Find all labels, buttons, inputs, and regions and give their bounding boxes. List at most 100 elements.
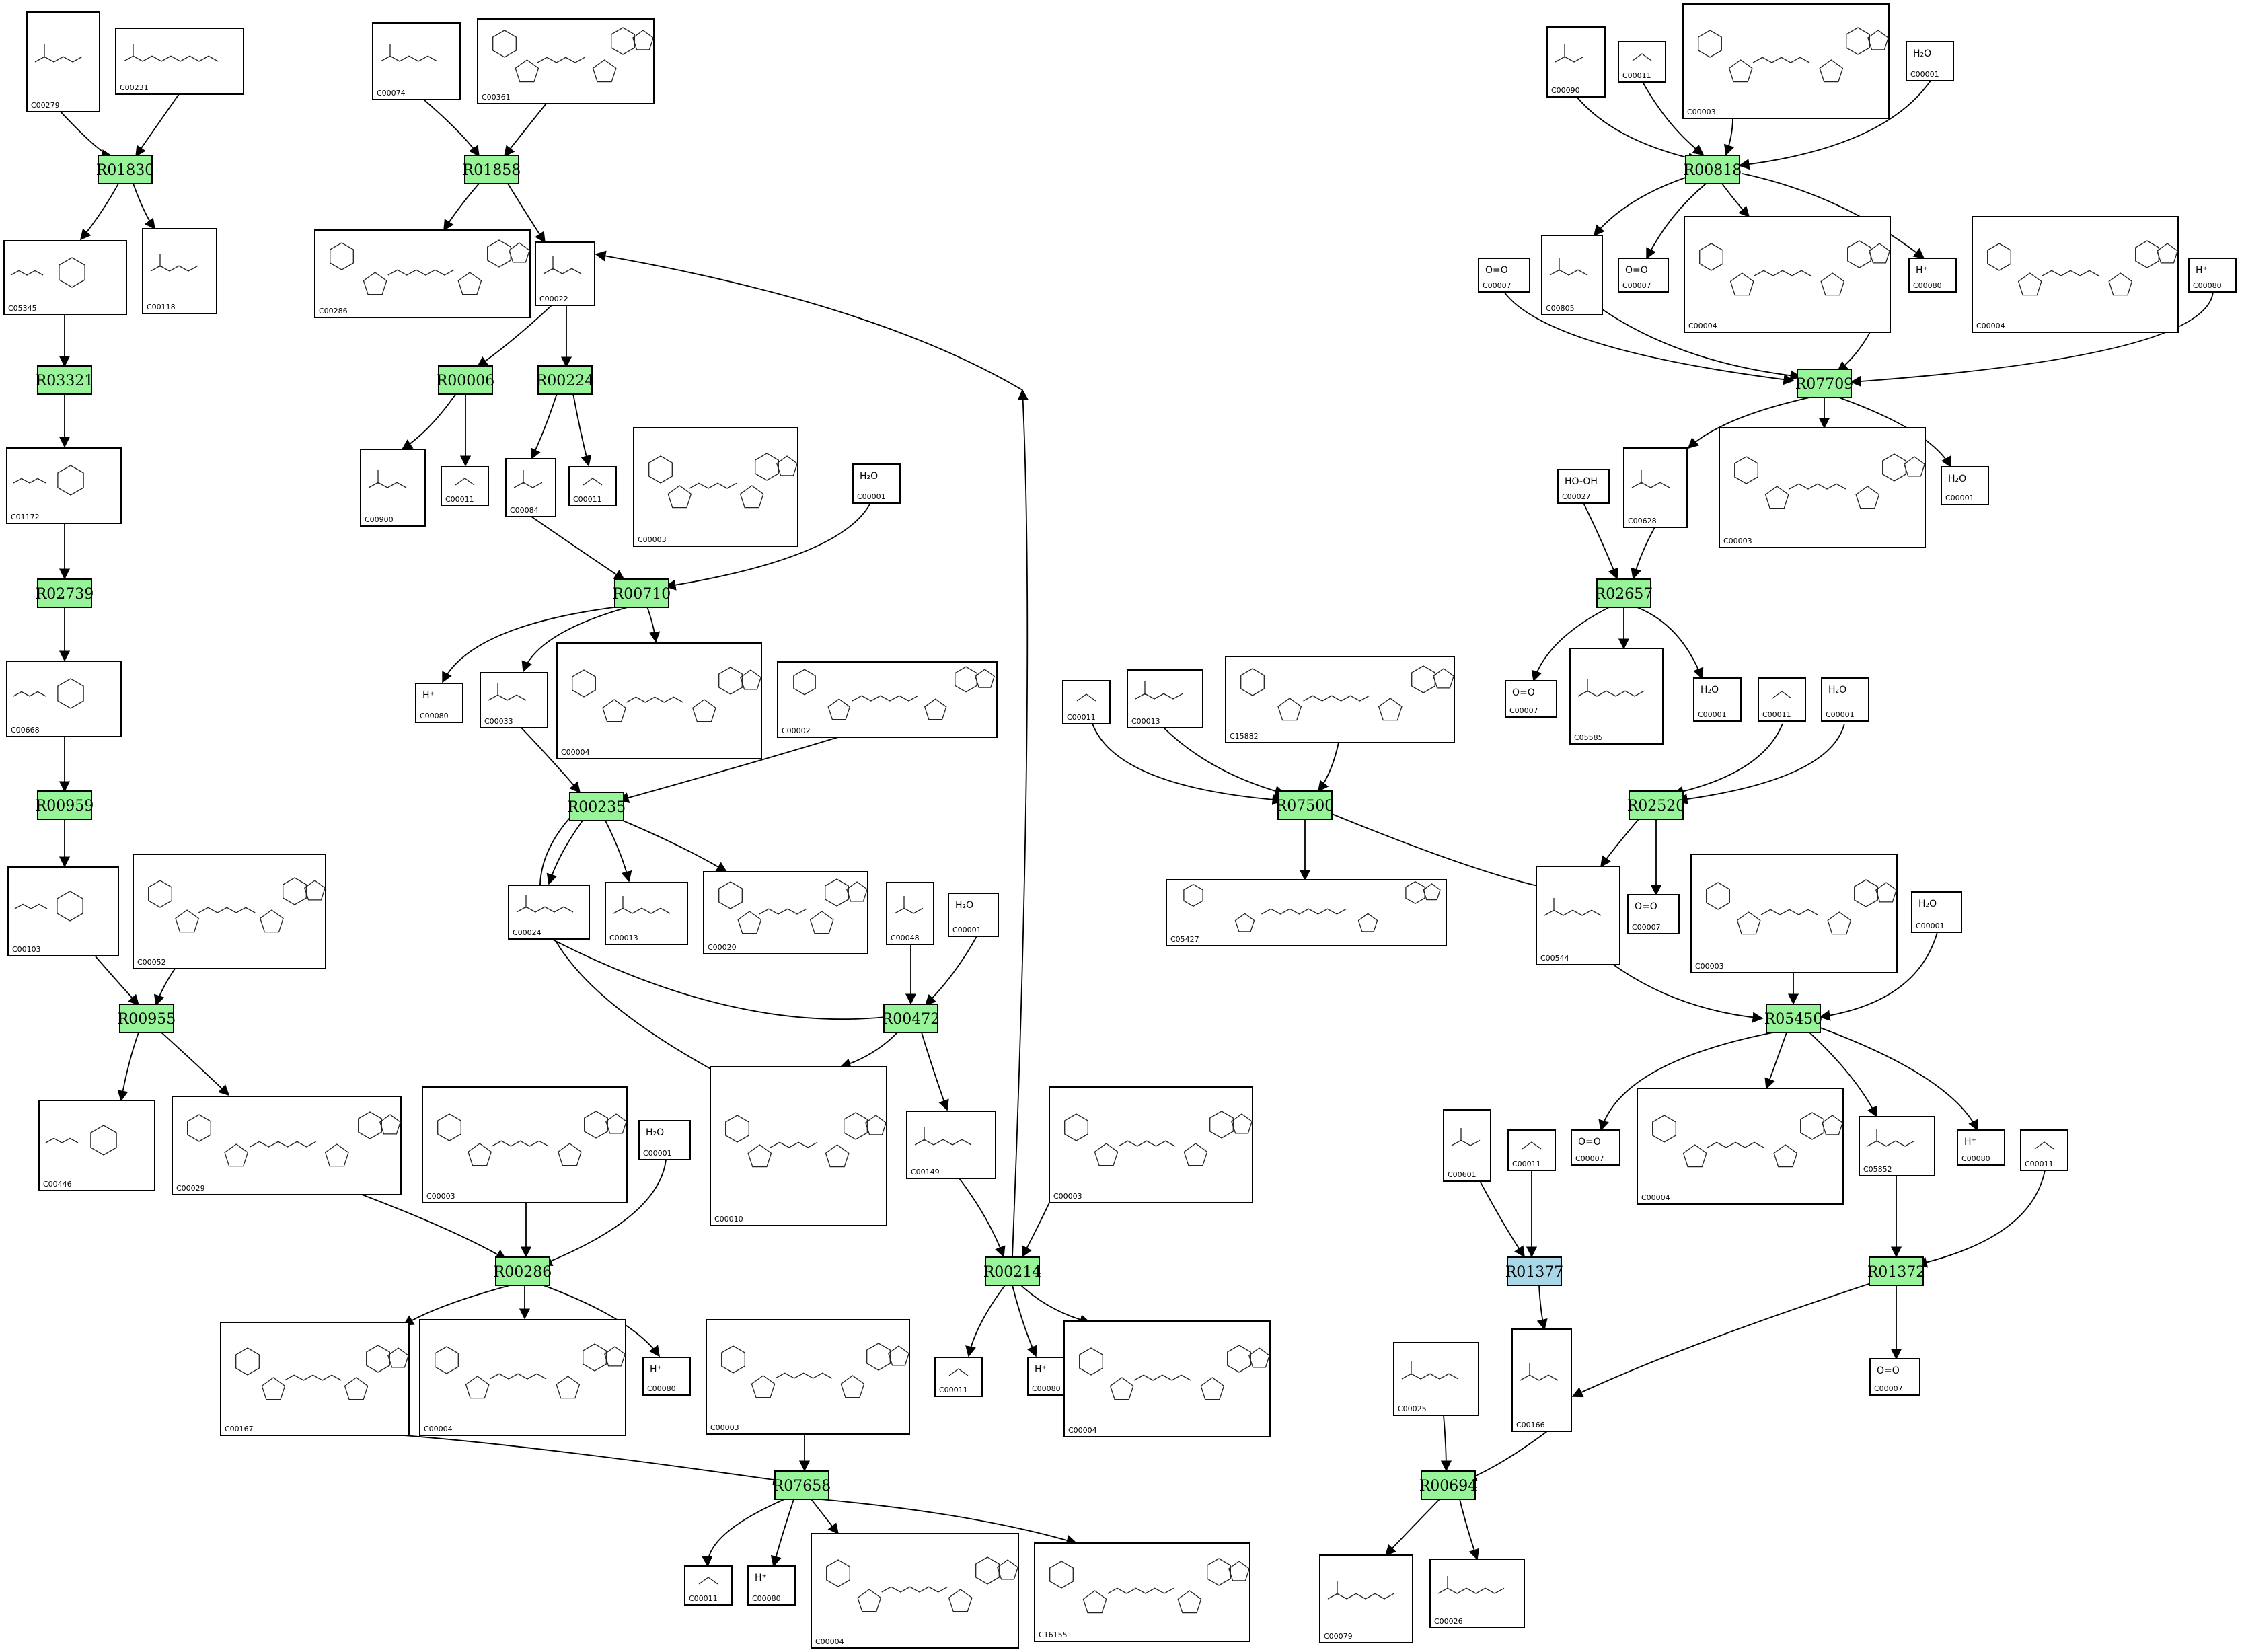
compound-node-c01172[interactable]: C01172 bbox=[6, 447, 122, 524]
compound-node-c00118[interactable]: C00118 bbox=[142, 228, 217, 314]
compound-node-c00166[interactable]: C00166 bbox=[1511, 1328, 1572, 1432]
compound-node-c00601[interactable]: C00601 bbox=[1443, 1109, 1491, 1182]
compound-node-c00026[interactable]: C00026 bbox=[1429, 1559, 1525, 1628]
compound-node-c05852[interactable]: C05852 bbox=[1859, 1116, 1935, 1176]
compound-node-c15882[interactable]: C15882 bbox=[1225, 656, 1455, 743]
compound-node-c00013[interactable]: C00013 bbox=[605, 882, 688, 945]
reaction-node-r03321[interactable]: R03321 bbox=[36, 365, 94, 395]
compound-node-c00029[interactable]: C00029 bbox=[172, 1096, 402, 1195]
compound-node-c00003[interactable]: C00003 bbox=[633, 427, 798, 547]
compound-node-c00011[interactable]: C00011 bbox=[684, 1565, 733, 1606]
compound-node-c00286[interactable]: C00286 bbox=[314, 229, 531, 318]
reaction-node-r00286[interactable]: R00286 bbox=[494, 1256, 552, 1286]
compound-node-c00048[interactable]: C00048 bbox=[886, 882, 934, 945]
reaction-node-r07500[interactable]: R07500 bbox=[1276, 790, 1335, 820]
compound-node-c00024[interactable]: C00024 bbox=[508, 885, 590, 940]
compound-node-c00103[interactable]: C00103 bbox=[7, 866, 119, 956]
compound-node-c00003[interactable]: C00003 bbox=[1049, 1086, 1253, 1203]
reaction-node-r01377[interactable]: R01377 bbox=[1505, 1256, 1564, 1286]
compound-node-c00011[interactable]: C00011 bbox=[2020, 1129, 2068, 1171]
compound-node-c00013[interactable]: C00013 bbox=[1127, 669, 1203, 728]
compound-node-c00805[interactable]: C00805 bbox=[1541, 235, 1603, 315]
compound-node-c00074[interactable]: C00074 bbox=[372, 22, 461, 100]
compound-node-c00011[interactable]: C00011 bbox=[1062, 680, 1111, 724]
compound-node-c00544[interactable]: C00544 bbox=[1536, 866, 1620, 965]
compound-node-c16155[interactable]: C16155 bbox=[1034, 1542, 1250, 1642]
compound-node-c00004[interactable]: C00004 bbox=[1684, 216, 1891, 333]
compound-node-c00080[interactable]: H⁺C00080 bbox=[1908, 258, 1957, 293]
compound-node-c00090[interactable]: C00090 bbox=[1546, 26, 1606, 98]
compound-node-c00004[interactable]: C00004 bbox=[1637, 1088, 1844, 1205]
compound-node-c00004[interactable]: C00004 bbox=[811, 1533, 1019, 1649]
compound-node-c00080[interactable]: H⁺C00080 bbox=[1957, 1129, 2005, 1166]
compound-node-c00079[interactable]: C00079 bbox=[1319, 1554, 1413, 1643]
compound-node-c00003[interactable]: C00003 bbox=[422, 1086, 628, 1203]
compound-node-c00279[interactable]: C00279 bbox=[26, 11, 100, 112]
compound-node-c00231[interactable]: C00231 bbox=[115, 28, 244, 95]
compound-node-c00052[interactable]: C00052 bbox=[133, 854, 326, 969]
compound-node-c00080[interactable]: H⁺C00080 bbox=[415, 683, 463, 723]
compound-node-c05585[interactable]: C05585 bbox=[1569, 648, 1664, 745]
reaction-node-r00955[interactable]: R00955 bbox=[118, 1004, 176, 1033]
compound-node-c00080[interactable]: H⁺C00080 bbox=[2188, 258, 2237, 293]
compound-node-c00022[interactable]: C00022 bbox=[535, 241, 595, 306]
reaction-node-r00472[interactable]: R00472 bbox=[882, 1004, 940, 1033]
compound-node-c00020[interactable]: C00020 bbox=[703, 871, 868, 954]
compound-node-c00025[interactable]: C00025 bbox=[1393, 1342, 1479, 1416]
compound-node-c00004[interactable]: C00004 bbox=[1972, 216, 2179, 333]
compound-node-c00361[interactable]: C00361 bbox=[477, 18, 655, 104]
reaction-node-r00006[interactable]: R00006 bbox=[437, 365, 495, 395]
reaction-node-r01830[interactable]: R01830 bbox=[96, 155, 155, 184]
compound-node-c00010[interactable]: C00010 bbox=[710, 1066, 887, 1226]
compound-node-c00011[interactable]: C00011 bbox=[1507, 1129, 1556, 1171]
compound-node-c00628[interactable]: C00628 bbox=[1623, 447, 1688, 528]
compound-node-c00033[interactable]: C00033 bbox=[480, 672, 548, 728]
compound-node-c00011[interactable]: C00011 bbox=[1618, 41, 1666, 83]
reaction-node-r00694[interactable]: R00694 bbox=[1419, 1470, 1478, 1500]
compound-node-c00011[interactable]: C00011 bbox=[441, 466, 489, 506]
compound-node-c00167[interactable]: C00167 bbox=[220, 1322, 410, 1436]
compound-node-c00084[interactable]: C00084 bbox=[505, 458, 556, 517]
compound-node-c00003[interactable]: C00003 bbox=[1682, 3, 1890, 119]
reaction-node-r00214[interactable]: R00214 bbox=[983, 1256, 1042, 1286]
compound-node-c00900[interactable]: C00900 bbox=[360, 449, 426, 527]
reaction-node-r00818[interactable]: R00818 bbox=[1684, 155, 1742, 184]
compound-node-c00003[interactable]: C00003 bbox=[706, 1319, 910, 1435]
reaction-node-r02520[interactable]: R02520 bbox=[1627, 790, 1686, 820]
compound-node-c00446[interactable]: C00446 bbox=[38, 1100, 155, 1191]
compound-node-c00003[interactable]: C00003 bbox=[1690, 854, 1898, 973]
reaction-node-r07658[interactable]: R07658 bbox=[773, 1470, 831, 1500]
compound-node-c00002[interactable]: C00002 bbox=[777, 661, 998, 738]
reaction-node-r07709[interactable]: R07709 bbox=[1795, 369, 1854, 398]
compound-node-c00004[interactable]: C00004 bbox=[419, 1319, 626, 1436]
compound-node-c00668[interactable]: C00668 bbox=[6, 661, 122, 737]
compound-node-c00011[interactable]: C00011 bbox=[568, 466, 617, 506]
reaction-node-r00710[interactable]: R00710 bbox=[613, 578, 671, 608]
reaction-node-r02657[interactable]: R02657 bbox=[1595, 578, 1653, 608]
compound-node-c00003[interactable]: C00003 bbox=[1719, 427, 1926, 548]
compound-node-c00011[interactable]: C00011 bbox=[1758, 677, 1806, 722]
compound-node-c00149[interactable]: C00149 bbox=[906, 1111, 996, 1179]
reaction-node-r02739[interactable]: R02739 bbox=[36, 578, 94, 608]
reaction-node-r05450[interactable]: R05450 bbox=[1764, 1004, 1823, 1033]
compound-node-c00004[interactable]: C00004 bbox=[556, 642, 762, 759]
compound-node-c00080[interactable]: H⁺C00080 bbox=[642, 1357, 691, 1396]
compound-node-c05427[interactable]: C05427 bbox=[1166, 879, 1447, 946]
reaction-node-r01858[interactable]: R01858 bbox=[463, 155, 521, 184]
compound-node-c00011[interactable]: C00011 bbox=[934, 1357, 983, 1397]
reaction-node-r00224[interactable]: R00224 bbox=[536, 365, 595, 395]
reaction-node-r00959[interactable]: R00959 bbox=[36, 790, 94, 820]
